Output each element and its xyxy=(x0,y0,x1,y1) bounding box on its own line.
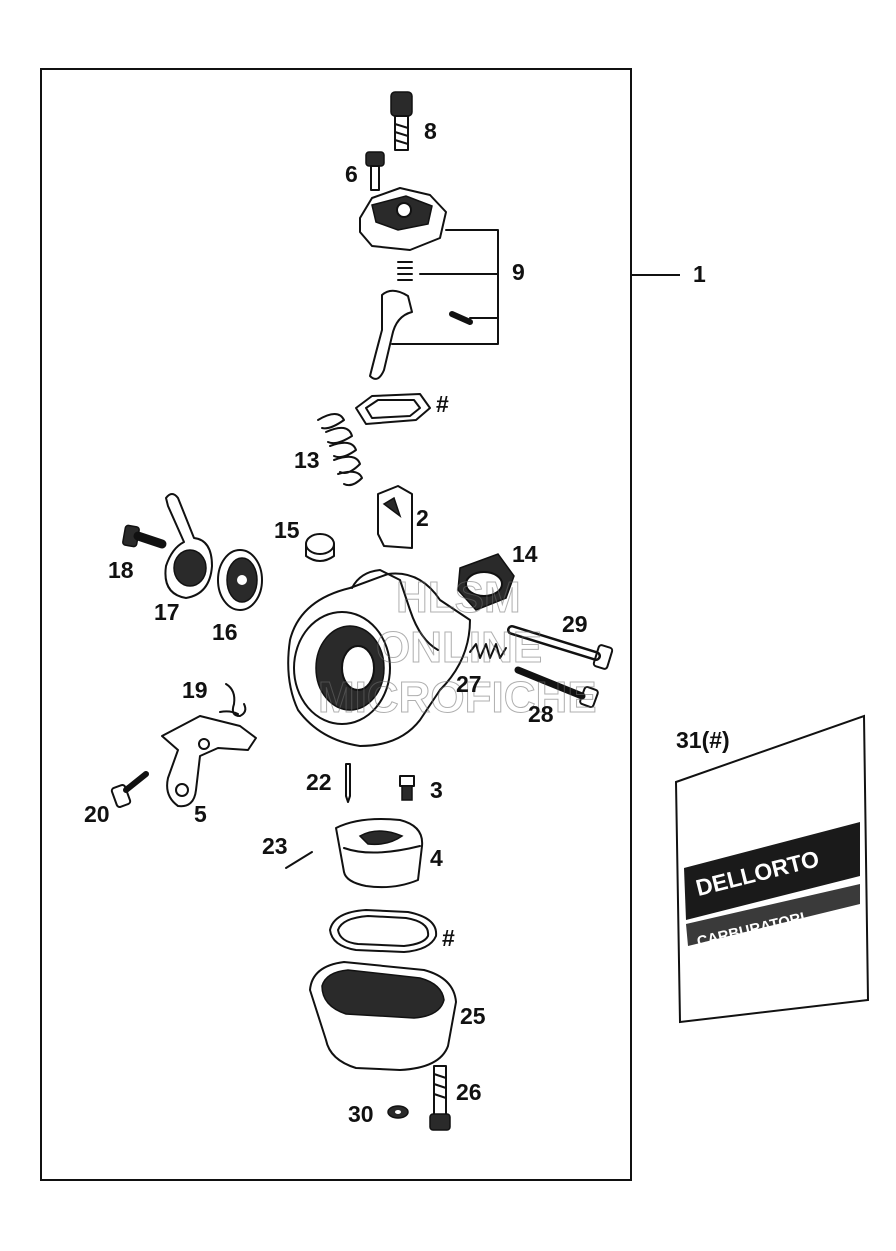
part-8-screw xyxy=(390,91,413,151)
callout-18: 18 xyxy=(108,557,134,583)
callout-27: 27 xyxy=(456,671,482,697)
callout-15: 15 xyxy=(274,517,300,543)
callout-6: 6 xyxy=(345,161,358,187)
callout-22: 22 xyxy=(306,769,332,795)
callout-28: 28 xyxy=(528,701,554,727)
part-19-spring xyxy=(219,683,247,717)
callout-3: 3 xyxy=(430,777,443,803)
part-9-spring xyxy=(397,261,413,281)
callout-31: 31(#) xyxy=(676,727,730,753)
part-29-screw xyxy=(507,625,614,670)
part-30-washer xyxy=(387,1105,409,1119)
callout-17: 17 xyxy=(154,599,180,625)
part-23-pin xyxy=(285,851,313,869)
callout-26: 26 xyxy=(456,1079,482,1105)
callout-8: 8 xyxy=(424,118,437,144)
part-31-kit-bag xyxy=(674,714,870,1024)
part-5-bracket xyxy=(161,715,257,808)
callout-25: 25 xyxy=(460,1003,486,1029)
part-2-slide xyxy=(377,485,413,549)
part-26-bolt xyxy=(429,1065,451,1131)
part-27-spring xyxy=(469,643,507,659)
callout-1: 1 xyxy=(693,261,706,287)
part-28-screw xyxy=(514,666,599,709)
part-9-lever xyxy=(369,289,413,380)
part-18-screw xyxy=(122,524,167,549)
watermark-line-3: MICROFICHE xyxy=(318,673,597,722)
callout-23: 23 xyxy=(262,833,288,859)
hash-label-top: # xyxy=(436,391,449,417)
callout-19: 19 xyxy=(182,677,208,703)
part-25-float-bowl xyxy=(309,961,457,1071)
callout-4: 4 xyxy=(430,845,443,871)
callout-20: 20 xyxy=(84,801,110,827)
part-3-jet xyxy=(399,775,415,801)
part-20-screw xyxy=(110,771,149,808)
part-9-pin xyxy=(449,311,473,325)
watermark-line-1: HLSM xyxy=(396,573,521,622)
assembly-frame xyxy=(40,68,632,1181)
gasket-bottom xyxy=(329,909,438,953)
part-6-screw xyxy=(365,151,385,191)
gasket-top xyxy=(355,393,431,425)
callout-14: 14 xyxy=(512,541,538,567)
part-15-cap xyxy=(305,533,335,562)
part-14-sleeve xyxy=(457,553,515,611)
bracket-9 xyxy=(391,229,499,345)
callout-30: 30 xyxy=(348,1101,374,1127)
part-22-needle xyxy=(345,763,351,803)
part-17-lever xyxy=(164,493,213,599)
part-13-spring xyxy=(317,413,363,487)
callout-9: 9 xyxy=(512,259,525,285)
watermark-line-2: ONLINE xyxy=(376,623,542,672)
part-4-float xyxy=(335,818,424,889)
callout-2: 2 xyxy=(416,505,429,531)
part-16-wheel xyxy=(217,549,263,611)
carburetor-body xyxy=(287,569,471,747)
callout-16: 16 xyxy=(212,619,238,645)
part-9-cover xyxy=(359,187,447,251)
callout-5: 5 xyxy=(194,801,207,827)
hash-label-bottom: # xyxy=(442,925,455,951)
callout-29: 29 xyxy=(562,611,588,637)
callout-13: 13 xyxy=(294,447,320,473)
